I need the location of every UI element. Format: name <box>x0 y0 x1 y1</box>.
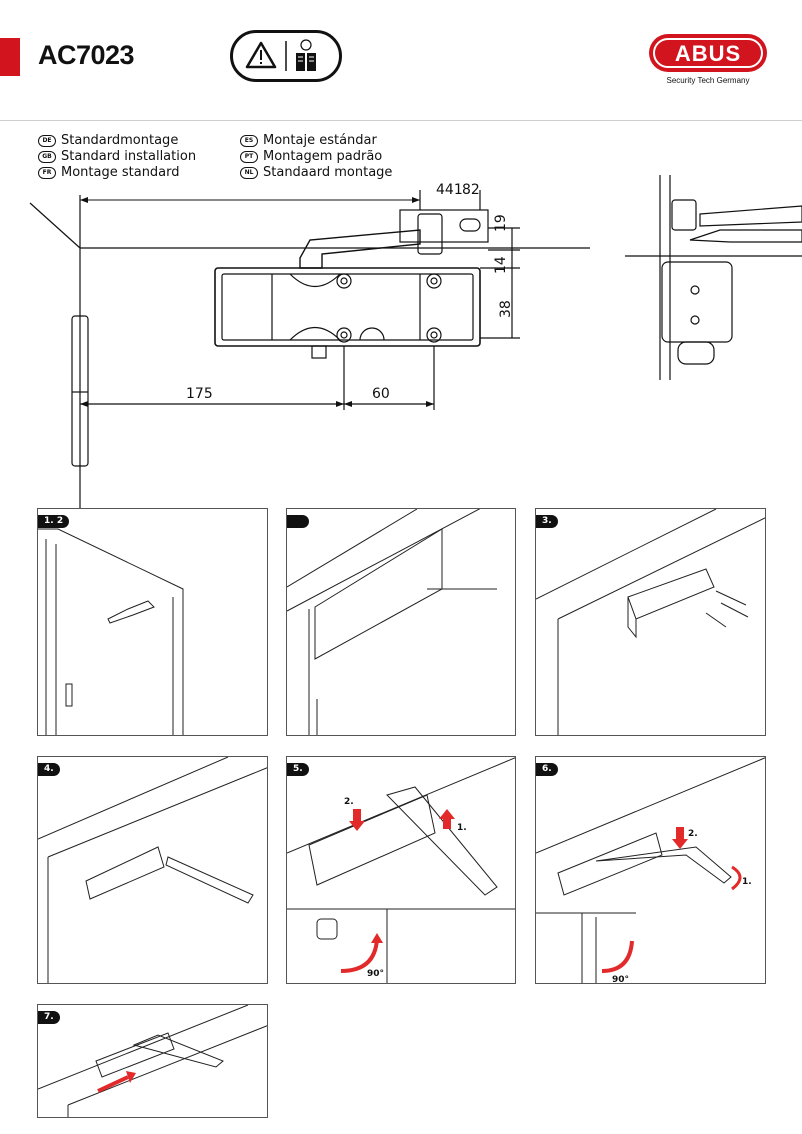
lang-label: Standard installation <box>61 149 197 164</box>
lang-item: PT Montagem padrão <box>240 149 392 165</box>
lang-code: PT <box>240 151 258 163</box>
lang-item: DE Standardmontage <box>38 133 196 149</box>
step-panel-2 <box>286 508 516 736</box>
callout-1: 1. <box>742 877 752 887</box>
lang-item: ES Montaje estándar <box>240 133 392 149</box>
angle-label: 90° <box>612 975 630 984</box>
step-label: 5. <box>287 763 309 776</box>
step-panel-4: 4. <box>37 756 268 984</box>
read-manual-icon <box>296 39 316 71</box>
warning-icon <box>245 41 277 69</box>
step-panel-7: 7. <box>37 1004 268 1118</box>
step-panel-1: 1. 2 <box>37 508 268 736</box>
lang-label: Standardmontage <box>61 133 179 148</box>
dim-441: 441 <box>436 182 463 198</box>
step-label: 1. 2 <box>38 515 70 528</box>
dimension-drawing: 441 82 19 14 38 175 60 <box>0 170 802 510</box>
step-label: 3. <box>536 515 558 528</box>
lang-label: Montaje estándar <box>263 133 377 148</box>
lang-label: Standaard montage <box>263 165 393 180</box>
dim-60: 60 <box>372 386 390 402</box>
lang-code: ES <box>240 135 258 147</box>
dim-19: 19 <box>493 214 509 232</box>
step-label: 4. <box>38 763 60 776</box>
dim-14: 14 <box>493 256 509 274</box>
model-number: AC7023 <box>38 40 135 70</box>
callout-2: 2. <box>688 829 698 839</box>
lang-item: FR Montage standard <box>38 165 196 181</box>
dim-38: 38 <box>498 300 514 318</box>
step-label: 6. <box>536 763 558 776</box>
language-list-left: DE Standardmontage GB Standard installatio… <box>38 133 196 181</box>
lang-label: Montagem padrão <box>263 149 383 164</box>
step-panel-5: 5. 2. 1. 90° <box>286 756 516 984</box>
brand-tagline: Security Tech Germany <box>666 76 750 85</box>
lang-code: GB <box>38 151 56 163</box>
header-divider <box>0 120 802 121</box>
lang-code: NL <box>240 167 258 179</box>
lang-item: GB Standard installation <box>38 149 196 165</box>
step-label: 7. <box>38 1011 60 1024</box>
dim-175: 175 <box>186 386 213 402</box>
brand-name: ABUS <box>674 41 742 66</box>
lang-code: FR <box>38 167 56 179</box>
brand-tab <box>0 38 20 76</box>
step-panel-6: 6. 2. 1. 90° <box>535 756 766 984</box>
dim-82: 82 <box>462 182 480 198</box>
lang-label: Montage standard <box>61 165 180 180</box>
angle-label: 90° <box>367 969 385 979</box>
callout-2: 2. <box>344 797 354 807</box>
callout-1: 1. <box>457 823 467 833</box>
lang-code: DE <box>38 135 56 147</box>
step-label <box>287 515 309 528</box>
lang-item: NL Standaard montage <box>240 165 392 181</box>
language-list-right: ES Montaje estándar PT Montagem padrão NL S… <box>240 133 392 181</box>
step-panel-3: 3. <box>535 508 766 736</box>
abus-logo: ABUS Security Tech Germany <box>645 30 775 90</box>
safety-icons <box>230 30 342 82</box>
